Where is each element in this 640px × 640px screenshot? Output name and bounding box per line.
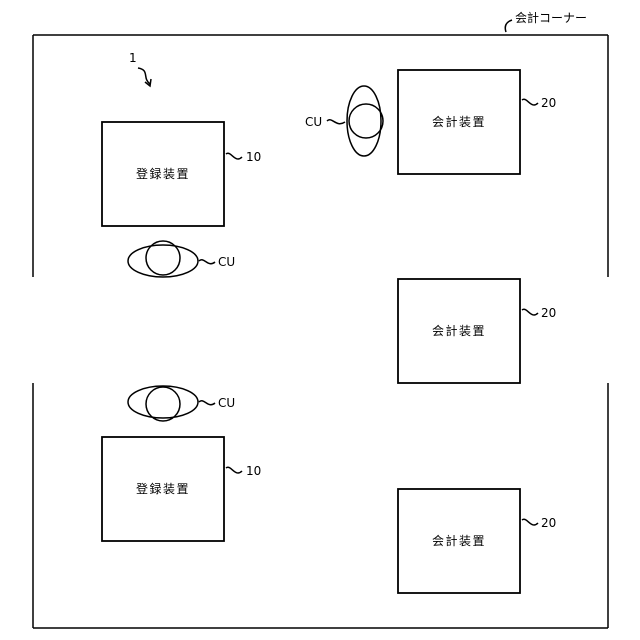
figure-ref-number: 1 bbox=[129, 51, 137, 65]
figure-ref-arrow-line bbox=[138, 68, 150, 84]
checkout-device-label: 会計装置 bbox=[432, 533, 486, 548]
customer-leader-line bbox=[199, 401, 215, 405]
figure-reference: 1 bbox=[129, 51, 151, 86]
customer-figure: CU bbox=[128, 241, 235, 277]
customer-leader-line bbox=[327, 120, 345, 124]
ref-leader-line bbox=[226, 153, 242, 159]
registration-device-ref: 10 bbox=[246, 150, 261, 164]
checkout-device-label: 会計装置 bbox=[432, 323, 486, 338]
customer-leader-line bbox=[199, 260, 215, 264]
registration-device: 登録装置 10 bbox=[102, 437, 261, 541]
customer-body bbox=[128, 386, 198, 418]
corner-leader-line bbox=[505, 20, 512, 32]
customer-label: CU bbox=[305, 115, 322, 129]
customer-head bbox=[349, 104, 383, 138]
customer-label: CU bbox=[218, 396, 235, 410]
customer-body bbox=[347, 86, 381, 156]
customer-head bbox=[146, 387, 180, 421]
ref-leader-line bbox=[522, 99, 538, 105]
registration-device-label: 登録装置 bbox=[136, 481, 190, 496]
checkout-device-ref: 20 bbox=[541, 516, 556, 530]
registration-device-ref: 10 bbox=[246, 464, 261, 478]
checkout-device: 会計装置 20 bbox=[398, 279, 556, 383]
customer-body bbox=[128, 245, 198, 277]
checkout-device: 会計装置 20 bbox=[398, 70, 556, 174]
registration-device-label: 登録装置 bbox=[136, 166, 190, 181]
checkout-device-ref: 20 bbox=[541, 306, 556, 320]
customer-label: CU bbox=[218, 255, 235, 269]
ref-leader-line bbox=[522, 519, 538, 525]
checkout-device-ref: 20 bbox=[541, 96, 556, 110]
checkout-device-label: 会計装置 bbox=[432, 114, 486, 129]
customer-figure: CU bbox=[305, 86, 383, 156]
ref-leader-line bbox=[226, 467, 242, 473]
registration-device: 登録装置 10 bbox=[102, 122, 261, 226]
customer-figure: CU bbox=[128, 386, 235, 421]
ref-leader-line bbox=[522, 309, 538, 315]
customer-head bbox=[146, 241, 180, 275]
checkout-device: 会計装置 20 bbox=[398, 489, 556, 593]
corner-label: 会計コーナー bbox=[515, 10, 587, 25]
corner-callout: 会計コーナー bbox=[505, 10, 587, 32]
